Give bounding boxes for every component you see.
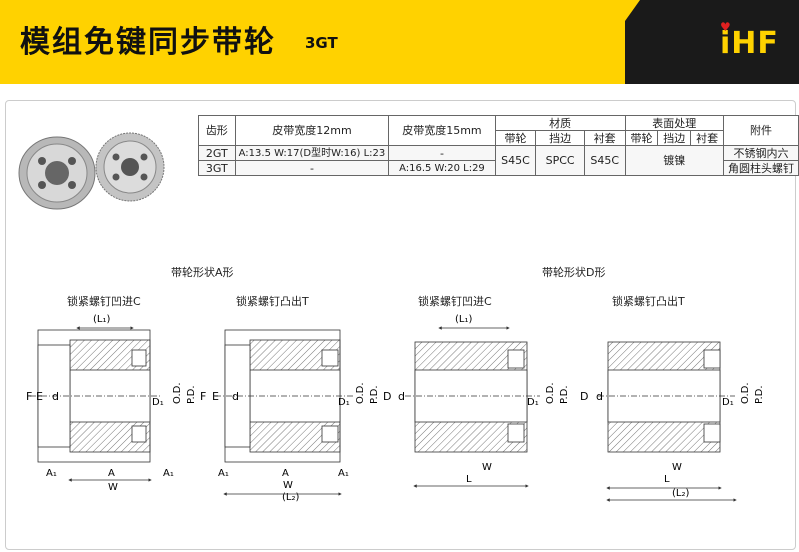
th-mat-sleeve: 衬套 <box>583 130 626 146</box>
drawing-a-recessed <box>30 329 160 463</box>
dim-a1-PD: P.D. <box>186 385 197 404</box>
th-material: 材质 <box>494 115 626 131</box>
brand-logo: ♥iHF <box>720 20 779 61</box>
dim-a2-E: E <box>212 390 219 403</box>
dim-a1-d: d <box>52 390 59 403</box>
surface-value: 镀镍 <box>624 145 725 176</box>
caption-a-protruding: 锁紧螺钉凸出T <box>236 295 309 308</box>
dim-d1-L1: (L₁) <box>455 314 472 325</box>
dim-d2-W: W <box>672 462 682 473</box>
dim-d2-PD: P.D. <box>754 385 765 404</box>
dim-d1-OD: O.D. <box>545 382 556 404</box>
th-mat-flange: 挡边 <box>535 130 585 146</box>
brand-logo-text: iHF <box>720 26 779 61</box>
th-surf-sleeve: 衬套 <box>690 130 725 146</box>
dim-d2-D: D <box>580 390 588 403</box>
dim-d1-d: d <box>398 390 405 403</box>
dim-a1-OD: O.D. <box>172 382 183 404</box>
drawing-d-recessed <box>405 341 540 453</box>
dim-d1-D1: D₁ <box>527 397 539 408</box>
dim-d2-d: d <box>596 390 603 403</box>
th-width-12: 皮带宽度12mm <box>234 115 390 146</box>
accessory-line1: 不锈钢内六 <box>723 145 799 161</box>
dim-a2-OD: O.D. <box>355 382 366 404</box>
caption-d-recessed: 锁紧螺钉凹进C <box>418 295 492 308</box>
header-slant <box>580 0 640 84</box>
caption-a-recessed: 锁紧螺钉凹进C <box>67 295 141 308</box>
dim-d2-D1: D₁ <box>722 397 734 408</box>
dim-d1-D: D <box>383 390 391 403</box>
th-tooth: 齿形 <box>198 115 236 146</box>
dim-a1-E: E <box>36 390 43 403</box>
caption-shape-a: 带轮形状A形 <box>171 266 234 279</box>
th-surface: 表面处理 <box>624 115 725 131</box>
dim-a2-F: F <box>200 390 206 403</box>
dim-a2-PD: P.D. <box>369 385 380 404</box>
dim-d1-PD: P.D. <box>559 385 570 404</box>
page-subtitle: 3GT <box>305 34 338 52</box>
th-mat-pulley: 带轮 <box>494 130 537 146</box>
row2-w12: - <box>234 160 390 176</box>
pulley-photo-right <box>95 132 165 202</box>
page-title: 模组免键同步带轮 <box>20 25 276 60</box>
dim-d2-L: L <box>664 474 670 485</box>
mat-flange: SPCC <box>535 145 585 176</box>
dim-a1-F: F <box>26 390 32 403</box>
row2-tooth: 3GT <box>198 160 236 176</box>
dim-a1-A1-left: A₁ <box>46 468 57 479</box>
dim-a2-L2: (L₂) <box>282 492 299 503</box>
header-yellow-band <box>0 0 625 84</box>
row1-w12: A:13.5 W:17(D型时W:16) L:23 <box>234 145 390 161</box>
mat-sleeve: S45C <box>583 145 626 176</box>
drawing-d-protruding <box>598 341 735 453</box>
heart-icon: ♥ <box>720 20 732 34</box>
dim-a2-A1-left: A₁ <box>218 468 229 479</box>
pulley-photo-left <box>18 136 96 210</box>
accessory-line2: 角圆柱头螺钉 <box>723 160 799 176</box>
header-banner: 模组免键同步带轮 3GT ♥iHF <box>0 0 799 84</box>
dim-a1-L1: (L₁) <box>93 314 110 325</box>
dim-a1-A: A <box>108 468 115 479</box>
dim-d1-L: L <box>466 474 472 485</box>
product-photo <box>18 132 165 210</box>
mat-pulley: S45C <box>494 145 537 176</box>
dim-a2-A1-right: A₁ <box>338 468 349 479</box>
dim-a1-W: W <box>108 482 118 493</box>
th-accessory: 附件 <box>723 115 799 146</box>
dim-a1-D1: D₁ <box>152 397 164 408</box>
header-dark-band <box>625 0 799 84</box>
spec-table: 齿形 皮带宽度12mm 皮带宽度15mm 材质 表面处理 附件 带轮 挡边 衬套… <box>198 115 799 176</box>
dim-d2-OD: O.D. <box>740 382 751 404</box>
dim-d1-W: W <box>482 462 492 473</box>
caption-shape-d: 带轮形状D形 <box>542 266 606 279</box>
drawing-a-protruding <box>215 329 355 463</box>
dim-a2-d: d <box>232 390 239 403</box>
dim-a1-A1-right: A₁ <box>163 468 174 479</box>
dim-a2-W: W <box>283 480 293 491</box>
dim-a2-A: A <box>282 468 289 479</box>
dim-d2-L2: (L₂) <box>672 488 689 499</box>
dim-a2-D1: D₁ <box>338 397 350 408</box>
row2-w15: A:16.5 W:20 L:29 <box>388 160 496 176</box>
caption-d-protruding: 锁紧螺钉凸出T <box>612 295 685 308</box>
